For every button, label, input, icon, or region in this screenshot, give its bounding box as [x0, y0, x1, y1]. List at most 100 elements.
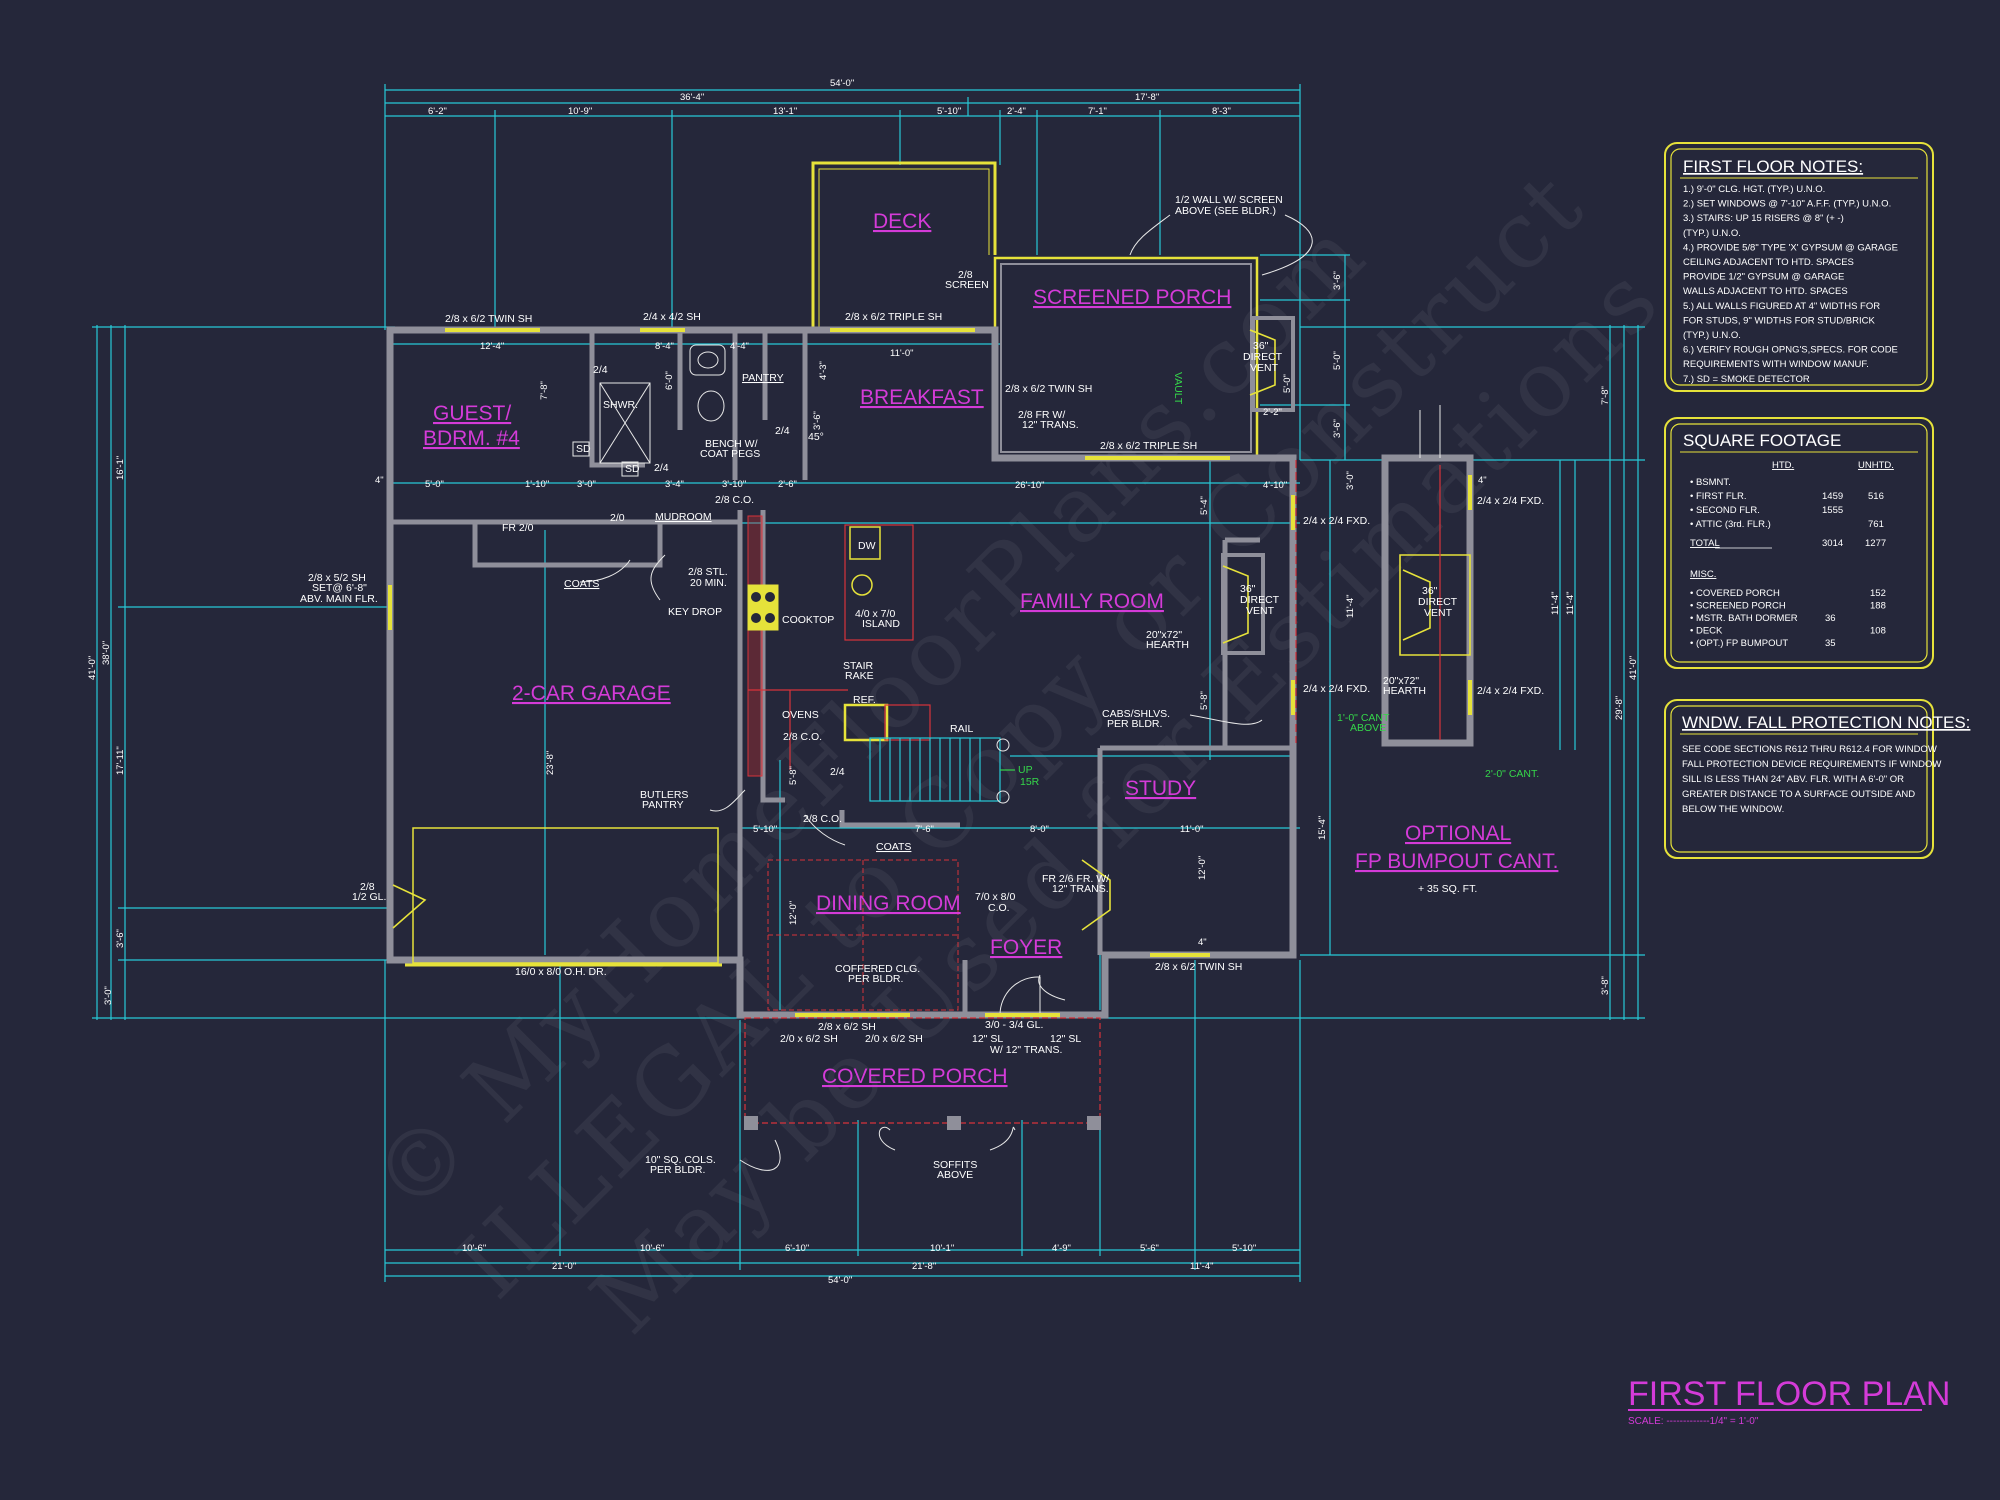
note-line: 7.) SD = SMOKE DETECTOR: [1683, 374, 1810, 385]
lbl-coats-1: COATS: [564, 578, 599, 590]
interior-dim: 3'-4": [665, 479, 684, 490]
dim-top-seg-1: 10'-9": [568, 106, 592, 117]
drawing-scale: SCALE: -------------1/4" = 1'-0": [1628, 1416, 1759, 1427]
sqft-misc-label: • DECK: [1690, 626, 1723, 637]
sqft-row-unhtd: 761: [1868, 519, 1884, 530]
dim-left-seg-3: 3'-0": [103, 986, 114, 1005]
square-footage-title: SQUARE FOOTAGE: [1683, 431, 1841, 450]
interior-dim: 5'-0": [1332, 351, 1343, 370]
interior-dim: 5'-0": [1282, 374, 1293, 393]
lbl-win-dining-2: 2/0 x 6/2 SH: [780, 1033, 838, 1045]
lbl-hearth-1: 20"x72": [1146, 629, 1182, 641]
note-line: FOR STUDS, 9" WIDTHS FOR STUD/BRICK: [1683, 315, 1875, 326]
lbl-front-door-1: 3/0 - 3/4 GL.: [985, 1019, 1043, 1031]
interior-dim: 6'-0": [664, 371, 675, 390]
note-line: CEILING ADJACENT TO HTD. SPACES: [1683, 257, 1854, 268]
optional-label-1: OPTIONAL: [1405, 822, 1511, 845]
first-floor-notes-panel: FIRST FLOOR NOTES: 1.) 9'-0" CLG. HGT. (…: [1664, 142, 1934, 392]
deck-outline: [811, 161, 997, 327]
sqft-row-unhtd: 516: [1868, 491, 1884, 502]
covered-porch-outline: [744, 1017, 1101, 1130]
dim-top-left: 36'-4": [680, 92, 704, 103]
dim-bot-seg-5: 5'-6": [1140, 1243, 1159, 1254]
lbl-shower: SHWR.: [603, 399, 638, 411]
sqft-misc-label: • MSTR. BATH DORMER: [1690, 613, 1798, 624]
sqft-total-htd: 3014: [1822, 538, 1843, 549]
dim-top-seg-2: 13'-1": [773, 106, 797, 117]
lbl-bench-1: BENCH W/: [705, 438, 758, 450]
lbl-door-24a: 2/4: [593, 364, 608, 376]
lbl-screen-door-2: SCREEN: [945, 279, 989, 291]
dim-bot-seg-2: 6'-10": [785, 1243, 809, 1254]
sqft-col-unhtd: UNHTD.: [1858, 460, 1894, 471]
window-marks: [388, 328, 1472, 1017]
first-floor-notes-title: FIRST FLOOR NOTES:: [1683, 157, 1863, 176]
lbl-win-bath: 2/4 x 4/2 SH: [643, 311, 701, 323]
interior-dim: 8'-0": [1030, 824, 1049, 835]
lbl-family-fp-2: DIRECT: [1240, 594, 1280, 606]
sqft-misc-a: 36: [1825, 613, 1836, 624]
note-line: 5.) ALL WALLS FIGURED AT 4" WIDTHS FOR: [1683, 301, 1880, 312]
lbl-stl-2: 20 MIN.: [690, 577, 727, 589]
lbl-win-study: 2/8 x 6/2 TWIN SH: [1155, 961, 1242, 973]
room-covered-porch: COVERED PORCH: [822, 1065, 1008, 1088]
interior-dim: 7'-6": [915, 824, 934, 835]
lbl-door-24c: 2/4: [654, 462, 669, 474]
lbl-win-dining-1: 2/8 x 6/2 SH: [818, 1021, 876, 1033]
dim-bot-seg-3: 10'-1": [930, 1243, 954, 1254]
sqft-row-label: • SECOND FLR.: [1690, 505, 1760, 516]
room-study: STUDY: [1125, 777, 1196, 800]
lbl-bench-2: COAT PEGS: [700, 448, 760, 460]
dim-top-seg-4: 2'-4": [1007, 106, 1026, 117]
lbl-hearth-3: 20"x72": [1383, 675, 1419, 687]
lbl-bump-fp-1: 36": [1422, 585, 1438, 597]
lbl-porch-fp-2: DIRECT: [1243, 351, 1283, 363]
drawing-title: FIRST FLOOR PLAN: [1628, 1375, 1950, 1413]
optional-label-2: FP BUMPOUT CANT.: [1355, 850, 1558, 873]
lbl-key-drop: KEY DROP: [668, 606, 722, 618]
fall-note-line: BELOW THE WINDOW.: [1682, 804, 1784, 815]
lbl-gar-door-1: 2/8 x 5/2 SH: [308, 572, 366, 584]
dim-left-seg-1: 17'-11": [115, 746, 126, 775]
lbl-hearth-4: HEARTH: [1383, 685, 1426, 697]
room-mudroom: MUDROOM: [655, 511, 712, 523]
lbl-coffered-2: PER BLDR.: [848, 973, 903, 985]
lbl-front-door-3: 12" SL: [1050, 1033, 1081, 1045]
sqft-total-unhtd: 1277: [1865, 538, 1886, 549]
sqft-misc-label: • SCREENED PORCH: [1690, 601, 1786, 612]
dim-bot-seg-1: 10'-6": [640, 1243, 664, 1254]
square-footage-panel: SQUARE FOOTAGE HTD. UNHTD. • BSMNT.• FIR…: [1664, 417, 1934, 669]
note-line: (TYP.) U.N.O.: [1683, 228, 1741, 239]
lbl-gar-side-2: 1/2 GL.: [352, 891, 386, 903]
lbl-door-28co: 2/8 C.O.: [715, 494, 754, 506]
interior-dim: 3'-0": [577, 479, 596, 490]
lbl-vault: VAULT: [1172, 372, 1184, 405]
dimension-text: 54'-0" 36'-4" 17'-8" 6'-2" 10'-9" 13'-1"…: [87, 78, 1639, 1286]
exterior-walls: [386, 326, 1297, 1019]
note-line: PROVIDE 1/2" GYPSUM @ GARAGE: [1683, 272, 1844, 283]
interior-dim: 12'-4": [480, 341, 504, 352]
interior-dim: 12'-0": [788, 901, 799, 925]
lbl-win-porch: 2/8 x 6/2 TWIN SH: [1005, 383, 1092, 395]
sqft-total-label: TOTAL: [1690, 538, 1720, 549]
smoke-detector-2: SD: [625, 463, 640, 475]
room-guest-line-2: BDRM. #4: [423, 427, 520, 450]
dim-right-seg-0: 7'-8": [1600, 386, 1611, 405]
dim-top-overall: 54'-0": [830, 78, 854, 89]
note-line: 6.) VERIFY ROUGH OPNG'S,SPECS. FOR CODE: [1683, 345, 1898, 356]
lbl-cols-1: 10" SQ. COLS.: [645, 1154, 716, 1166]
dim-bot-overall: 54'-0": [828, 1275, 852, 1286]
lbl-soffits-2: ABOVE: [937, 1169, 973, 1181]
lbl-win-dining-3: 2/0 x 6/2 SH: [865, 1033, 923, 1045]
fall-note-line: SEE CODE SECTIONS R612 THRU R612.4 FOR W…: [1682, 744, 1937, 755]
lbl-gar-door-2: SET@ 6'-8": [312, 582, 367, 594]
lbl-front-door-4: W/ 12" TRANS.: [990, 1044, 1062, 1056]
lbl-cant-1: 1'-0" CANT: [1337, 712, 1390, 724]
dim-left-overall: 41'-0": [87, 656, 98, 680]
lbl-porch-fp-1: 36": [1253, 340, 1269, 352]
sqft-row-htd: 1459: [1822, 491, 1843, 502]
interior-dim: 5'-0": [425, 479, 444, 490]
watermark: © MyHomeFloorPlans.com ILLEGAL to Copy o…: [352, 150, 1681, 1354]
lbl-oh-door: 16/0 x 8/0 O.H. DR.: [515, 966, 607, 978]
interior-dim: 3'-10": [722, 479, 746, 490]
